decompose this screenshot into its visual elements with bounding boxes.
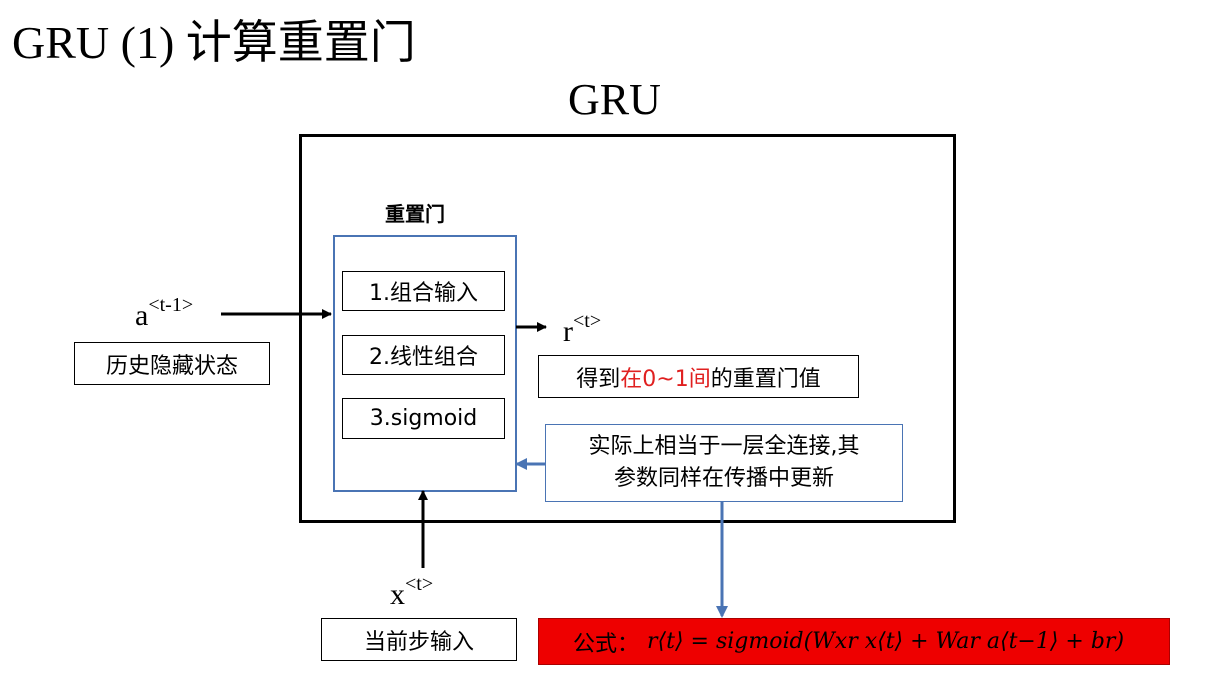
current-input-label: 当前步输入 xyxy=(321,618,517,661)
input-a-sup: <t-1> xyxy=(148,294,194,316)
input-x-base: x xyxy=(390,578,405,611)
step-sigmoid: 3.sigmoid xyxy=(342,398,505,439)
note-line-1: 实际上相当于一层全连接,其 xyxy=(588,434,860,459)
input-x-sup: <t> xyxy=(405,573,434,595)
hidden-state-label: 历史隐藏状态 xyxy=(74,342,270,385)
input-a-label: a<t-1> xyxy=(135,294,193,333)
gru-outer-box xyxy=(299,134,956,523)
fully-connected-note: 实际上相当于一层全连接,其 参数同样在传播中更新 xyxy=(545,424,903,502)
input-x-label: x<t> xyxy=(390,573,433,612)
formula-expression: r⟨t⟩ = sigmoid(Wxr x⟨t⟩ + War a⟨t−1⟩ + b… xyxy=(647,629,1125,654)
gate-value-range: 在0~1间 xyxy=(620,366,711,392)
output-r-base: r xyxy=(563,315,573,348)
reset-gate-title: 重置门 xyxy=(385,202,445,226)
formula-box: 公式： r⟨t⟩ = sigmoid(Wxr x⟨t⟩ + War a⟨t−1⟩… xyxy=(538,618,1170,665)
output-r-sup: <t> xyxy=(573,310,602,332)
gate-value-pre: 得到 xyxy=(576,366,621,392)
slide-title: GRU (1) 计算重置门 xyxy=(12,17,416,68)
step-combine-input: 1.组合输入 xyxy=(342,271,505,311)
gate-value-post: 的重置门值 xyxy=(710,366,821,392)
output-r-label: r<t> xyxy=(563,310,601,349)
gru-label: GRU xyxy=(568,75,661,124)
gate-value-label: 得到在0~1间的重置门值 xyxy=(538,355,859,398)
note-line-2: 参数同样在传播中更新 xyxy=(613,466,834,491)
step-linear-combination: 2.线性组合 xyxy=(342,335,505,375)
formula-prefix: 公式： xyxy=(573,631,640,657)
input-a-base: a xyxy=(135,299,149,332)
